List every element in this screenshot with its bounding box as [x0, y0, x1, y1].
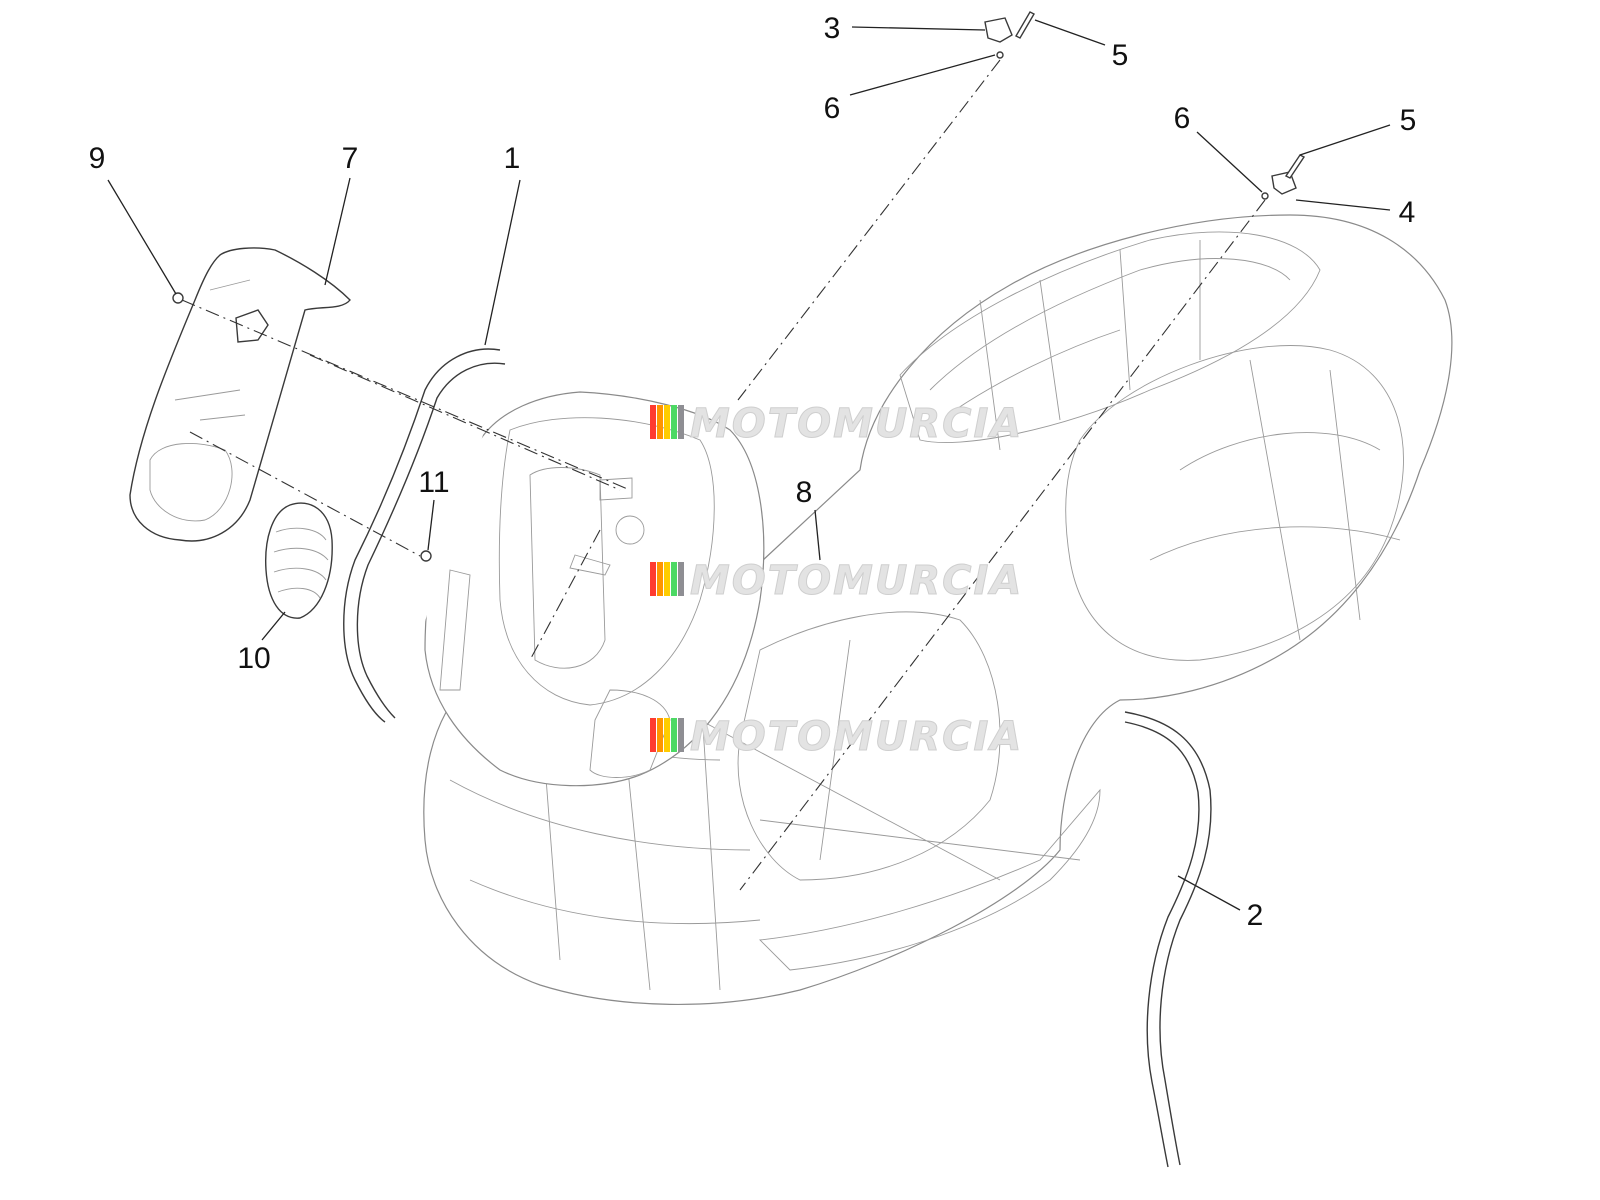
assembly-lines [181, 59, 1266, 891]
watermark-top: MOTOMURCIA [650, 401, 1023, 448]
watermark-middle: MOTOMURCIA [650, 558, 1023, 605]
callout-11: 11 [418, 466, 449, 499]
watermark-bottom: MOTOMURCIA [650, 714, 1023, 761]
callout-5-top: 5 [1112, 39, 1129, 72]
part-5-screw-right [1284, 154, 1306, 179]
callout-8: 8 [796, 476, 813, 509]
part-1-trim-strip [343, 348, 506, 723]
part-11-screw [420, 550, 432, 562]
leader-lines [107, 19, 1391, 911]
callout-labels: 1 2 3 4 5 5 6 6 7 8 9 10 11 [89, 12, 1417, 932]
part-6-clip-top [996, 51, 1004, 59]
callout-10: 10 [237, 642, 270, 675]
part-7-horn-cover [129, 247, 351, 542]
part-10-grille [265, 502, 333, 619]
callout-6-right: 6 [1174, 102, 1191, 135]
part-2-edge-strip [1124, 711, 1212, 1168]
part-9-screw [172, 292, 184, 304]
callout-1: 1 [504, 142, 521, 175]
callout-7: 7 [342, 142, 359, 175]
watermark-text: MOTOMURCIA [690, 714, 1023, 760]
watermark-text: MOTOMURCIA [690, 558, 1023, 604]
callout-3: 3 [824, 12, 841, 45]
callout-5-right: 5 [1400, 104, 1417, 137]
watermark-text: MOTOMURCIA [690, 401, 1023, 447]
callout-6-top: 6 [824, 92, 841, 125]
callout-2: 2 [1247, 899, 1264, 932]
leg-shield-panel [424, 391, 765, 787]
part-3-bracket [984, 17, 1013, 43]
part-6-clip-right [1261, 192, 1269, 200]
part-5-screw-top [1015, 11, 1035, 39]
scooter-body-frame [423, 214, 1453, 1006]
callout-9: 9 [89, 142, 106, 175]
callout-4: 4 [1399, 196, 1416, 229]
